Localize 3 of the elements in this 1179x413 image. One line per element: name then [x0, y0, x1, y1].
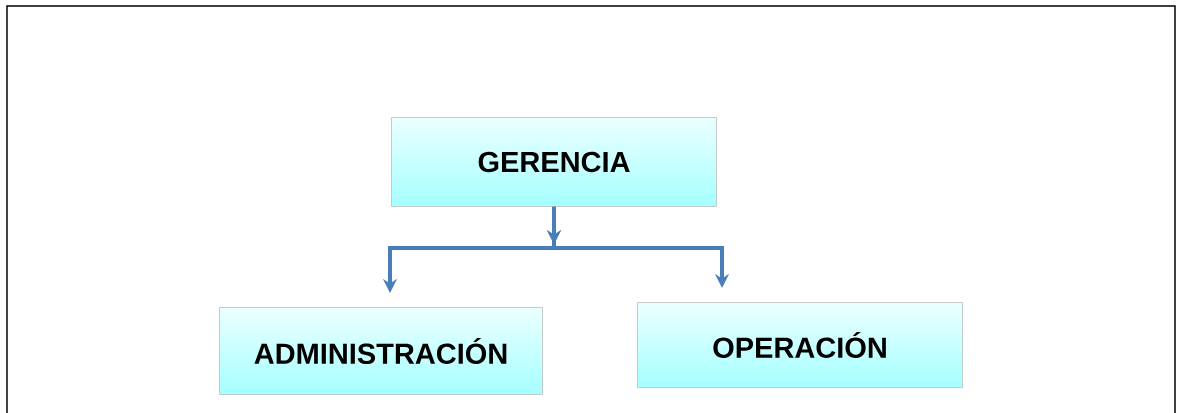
process-box: GERENCIA [391, 117, 717, 207]
process-box: OPERACIÓN [637, 302, 963, 388]
process-box: ADMINISTRACIÓN [219, 307, 543, 395]
